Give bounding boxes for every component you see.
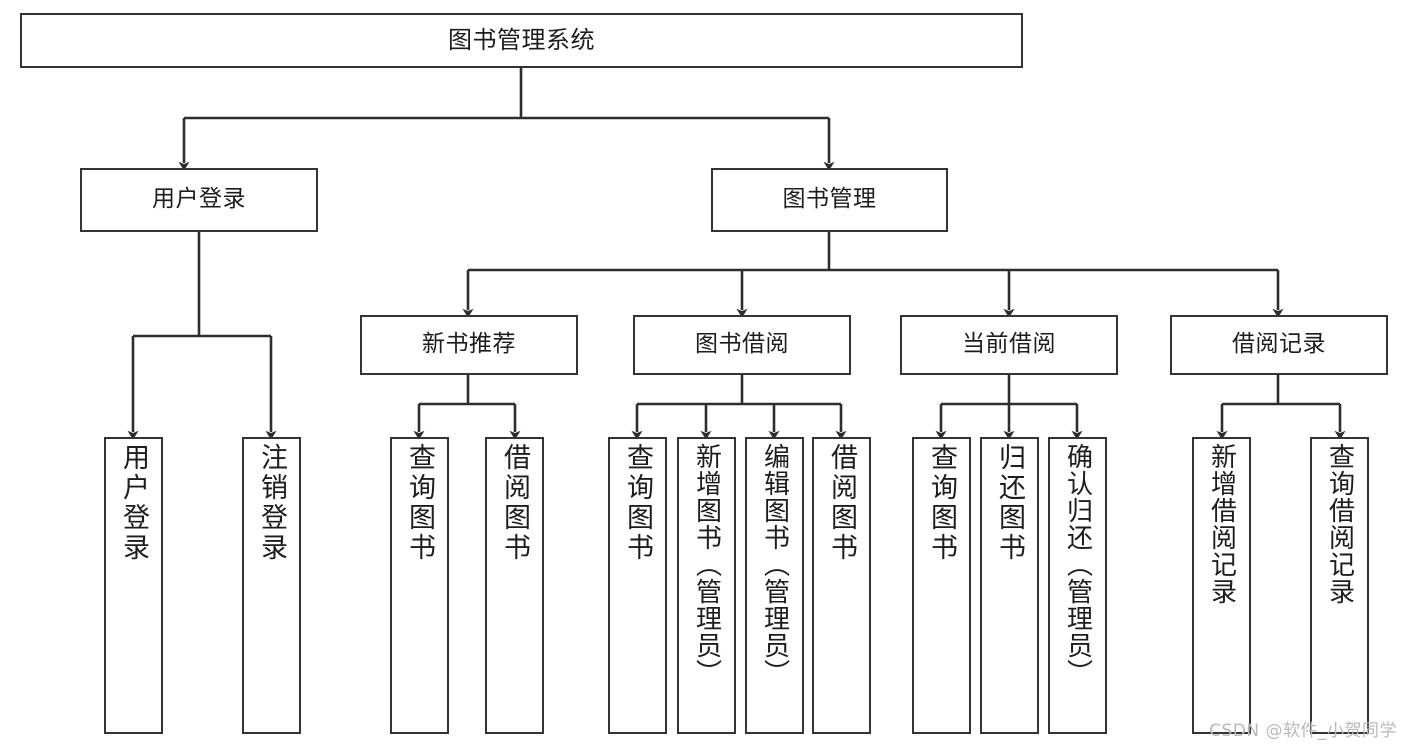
node-borrow-records[interactable]: 借阅记录 <box>1170 315 1388 375</box>
leaf-add-borrow-record[interactable]: 新增借阅记录 <box>1192 437 1251 734</box>
leaf-confirm-return-admin-label: 确认归还（管理员） <box>1062 443 1093 686</box>
leaf-return-book-label: 归还图书 <box>994 443 1025 563</box>
leaf-user-login[interactable]: 用户登录 <box>104 437 163 734</box>
leaf-confirm-return-admin[interactable]: 确认归还（管理员） <box>1048 437 1107 734</box>
node-current-borrow[interactable]: 当前借阅 <box>900 315 1118 375</box>
leaf-add-book-admin-label: 新增图书（管理员） <box>691 443 722 686</box>
leaf-return-book[interactable]: 归还图书 <box>980 437 1039 734</box>
node-book-management[interactable]: 图书管理 <box>711 168 948 232</box>
leaf-query-book-newbook-label: 查询图书 <box>404 443 435 563</box>
node-book-management-label: 图书管理 <box>782 186 877 213</box>
leaf-edit-book-admin[interactable]: 编辑图书（管理员） <box>745 437 804 734</box>
node-current-borrow-label: 当前借阅 <box>962 331 1056 358</box>
leaf-logout-label: 注销登录 <box>256 443 287 563</box>
node-book-borrow[interactable]: 图书借阅 <box>633 315 851 375</box>
node-new-book-recommend[interactable]: 新书推荐 <box>360 315 578 375</box>
node-user-login[interactable]: 用户登录 <box>80 168 318 232</box>
node-borrow-records-label: 借阅记录 <box>1232 331 1326 358</box>
leaf-logout[interactable]: 注销登录 <box>242 437 301 734</box>
leaf-query-book-newbook[interactable]: 查询图书 <box>390 437 449 734</box>
leaf-query-book-current-label: 查询图书 <box>926 443 957 563</box>
leaf-query-book-borrow-label: 查询图书 <box>622 443 653 563</box>
leaf-query-borrow-record[interactable]: 查询借阅记录 <box>1310 437 1369 734</box>
node-new-book-recommend-label: 新书推荐 <box>422 331 516 358</box>
leaf-query-book-current[interactable]: 查询图书 <box>912 437 971 734</box>
leaf-user-login-label: 用户登录 <box>118 443 149 563</box>
leaf-edit-book-admin-label: 编辑图书（管理员） <box>759 443 790 686</box>
leaf-query-book-borrow[interactable]: 查询图书 <box>608 437 667 734</box>
leaf-borrow-book[interactable]: 借阅图书 <box>812 437 871 734</box>
csdn-watermark: CSDN @软件_小贺同学 <box>1209 721 1397 741</box>
node-root-label: 图书管理系统 <box>448 26 595 55</box>
leaf-add-book-admin[interactable]: 新增图书（管理员） <box>677 437 736 734</box>
leaf-borrow-book-newbook[interactable]: 借阅图书 <box>485 437 544 734</box>
leaf-query-borrow-record-label: 查询借阅记录 <box>1324 443 1355 605</box>
leaf-borrow-book-newbook-label: 借阅图书 <box>499 443 530 563</box>
node-book-borrow-label: 图书借阅 <box>695 331 789 358</box>
leaf-add-borrow-record-label: 新增借阅记录 <box>1206 443 1237 605</box>
leaf-borrow-book-label: 借阅图书 <box>826 443 857 563</box>
node-root[interactable]: 图书管理系统 <box>20 13 1023 68</box>
node-user-login-label: 用户登录 <box>152 186 246 213</box>
